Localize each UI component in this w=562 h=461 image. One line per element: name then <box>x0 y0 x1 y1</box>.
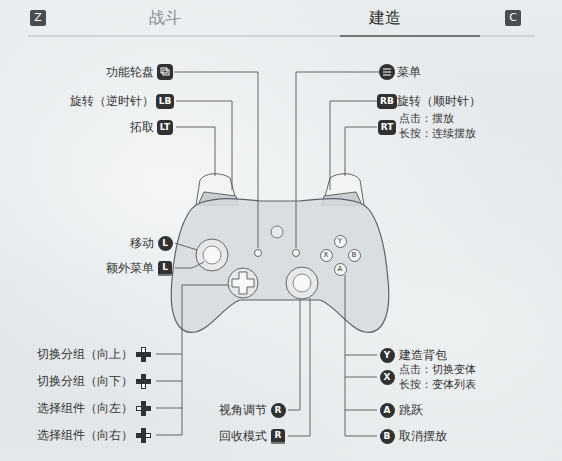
button-badge: RT <box>378 120 397 135</box>
function-label: 回收模式 <box>219 428 267 445</box>
tab-label: 战斗 <box>149 8 181 29</box>
function-label: 选择组件（向左） <box>37 400 133 417</box>
function-label: 功能轮盘 <box>106 64 154 81</box>
dpad-well <box>228 268 258 298</box>
controller-button: B <box>348 249 361 262</box>
controller-button: A <box>334 263 347 276</box>
function-label: 跳跃 <box>399 402 423 419</box>
function-label: 视角调节 <box>219 402 267 419</box>
controller-button: X <box>320 249 333 262</box>
menu-button <box>293 250 300 257</box>
controller-button: Y <box>334 235 347 248</box>
tab-active-rule <box>340 35 480 37</box>
button-badge: Y <box>380 348 395 363</box>
function-label: 选择组件（向右） <box>37 427 133 444</box>
button-badge: A <box>380 403 395 418</box>
function-label: 切换分组（向下） <box>37 373 133 390</box>
function-label: 点击：切换变体 <box>399 363 476 377</box>
button-badge: RB <box>377 94 397 109</box>
button-badge: B <box>380 429 395 444</box>
dpad-highlights <box>137 348 150 437</box>
function-label: 建造背包 <box>399 347 447 364</box>
right-stick <box>286 267 318 299</box>
controller-body <box>171 199 389 333</box>
function-label: 拓取 <box>130 119 154 136</box>
function-label: 点击：摆放 <box>399 112 454 126</box>
button-badge: X <box>380 370 395 385</box>
function-label: 旋转（顺时针） <box>397 93 481 110</box>
button-badge: L <box>158 236 173 251</box>
function-label: 旋转（逆时针） <box>70 93 154 110</box>
left-stick-cap <box>203 246 221 264</box>
guide-button <box>271 226 283 238</box>
function-label: 菜单 <box>397 64 421 81</box>
function-label: 取消摆放 <box>399 428 447 445</box>
button-badge: R <box>271 403 286 418</box>
view-button <box>255 250 262 257</box>
tab-label: 建造 <box>369 8 401 29</box>
tab-key: Z <box>30 10 46 26</box>
button-badge: L <box>158 261 172 276</box>
button-badge: R <box>271 429 285 444</box>
function-label: 额外菜单 <box>106 260 154 277</box>
view-icon <box>157 64 173 80</box>
left-stick <box>196 239 228 271</box>
function-label: 切换分组（向上） <box>37 346 133 363</box>
leader-lines <box>156 72 379 436</box>
tab-key: C <box>505 10 521 26</box>
function-label: 长按：连续摆放 <box>399 127 476 141</box>
button-badge: LT <box>157 120 173 135</box>
function-label: 长按：变体列表 <box>399 378 476 392</box>
right-stick-cap <box>293 274 311 292</box>
tab-rule <box>28 36 535 37</box>
function-label: 移动 <box>130 235 154 252</box>
dpad <box>232 272 254 294</box>
dpad-icons <box>136 347 151 443</box>
menu-icon <box>379 64 395 80</box>
button-badge: LB <box>156 94 175 109</box>
